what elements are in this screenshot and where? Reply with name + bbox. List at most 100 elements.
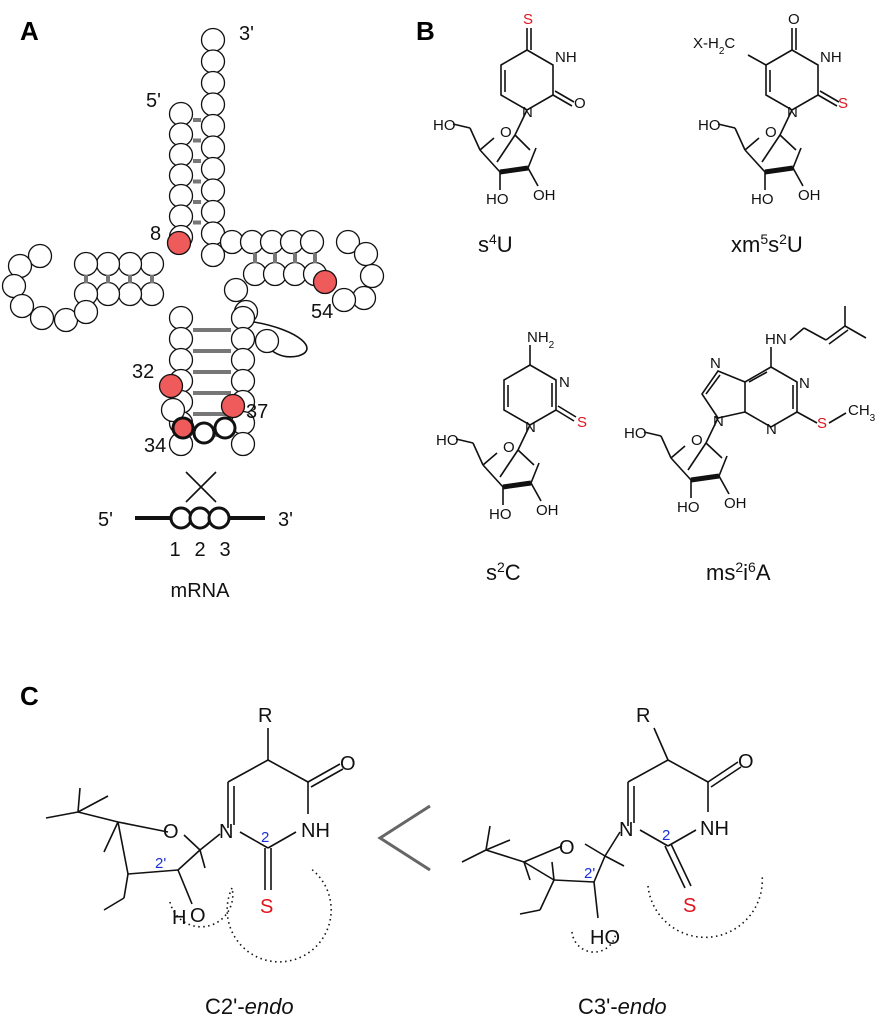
nucleotide — [168, 101, 194, 127]
atom-ho: HO — [489, 506, 512, 523]
atom-nh: NH — [820, 49, 842, 66]
atom-ring-oxygen: O — [559, 837, 575, 859]
nucleotide — [200, 135, 226, 160]
steric-clash-arc — [226, 867, 332, 963]
nucleotide — [254, 328, 280, 354]
caption-c3-endo: C3'-endo — [578, 994, 667, 1019]
atom-nitrogen: N — [559, 374, 570, 391]
nucleotide — [73, 251, 99, 277]
atom-methyl: CH3 — [848, 402, 876, 424]
label-xm5s2u: xm5s2U — [731, 231, 803, 257]
molecule-s2c: NH2 N S N O HO HO OH — [436, 329, 587, 523]
atom-nh: NH — [301, 820, 330, 842]
atom-nitrogen: N — [219, 821, 233, 843]
conformer-c3-endo: R O NH N S 2 O HO 2' — [461, 705, 764, 953]
nucleotide — [160, 397, 186, 423]
position-8-label: 8 — [150, 223, 161, 245]
less-than-symbol — [377, 804, 431, 872]
position-37-label: 37 — [246, 401, 268, 423]
modified-nucleotide — [158, 373, 184, 399]
label-s4u: s4U — [478, 231, 513, 257]
atom-ring-oxygen: O — [500, 124, 512, 141]
label-s2c: s2C — [486, 559, 521, 585]
nucleotide — [29, 305, 55, 331]
label-ms2i6a: ms2i6A — [706, 559, 771, 585]
atom-nitrogen: N — [522, 104, 533, 121]
nucleotide — [359, 263, 385, 289]
trna-5prime-label: 5' — [146, 90, 161, 112]
atom-nh: HN — [765, 331, 787, 348]
atom-nitrogen: N — [525, 419, 536, 436]
modified-nucleotide — [220, 393, 246, 419]
molecule-s4u: S NH O N O HO HO OH — [433, 11, 586, 208]
nucleotide — [168, 122, 194, 147]
nucleotide — [200, 199, 226, 225]
position-54-label: 54 — [311, 301, 333, 323]
anticodon-nucleotide — [192, 421, 216, 445]
atom-ring-oxygen: O — [765, 124, 777, 141]
steric-clash-arc — [647, 873, 764, 939]
nucleotide — [168, 163, 194, 188]
nucleotide — [299, 229, 325, 255]
atom-ho: HO — [590, 927, 620, 949]
atom-nh: NH — [700, 818, 729, 840]
nucleotide — [335, 229, 361, 255]
trna-cloverleaf — [1, 27, 385, 457]
nucleotide — [331, 287, 357, 313]
mrna-3prime-label: 3' — [278, 509, 293, 531]
atom-sulfur: S — [260, 896, 273, 918]
nucleotide — [230, 431, 256, 457]
atom-oxygen: O — [340, 753, 356, 775]
atom-ho: HO — [433, 117, 456, 134]
nucleotide — [230, 305, 256, 331]
atom-r: R — [258, 705, 272, 727]
atom-oxygen: O — [788, 11, 800, 28]
anticodon-nucleotide — [171, 416, 195, 440]
molecule-xm5s2u: O NH S N X-H2C O HO HO OH — [693, 11, 848, 208]
nucleotide — [168, 204, 194, 229]
nucleotide — [139, 251, 165, 277]
panel-label-b: B — [416, 16, 435, 46]
codon-nucleotide — [188, 506, 212, 530]
nucleotide — [73, 299, 99, 325]
atom-h: H — [172, 907, 186, 929]
modified-nucleotide — [312, 269, 338, 295]
atom-nitrogen: N — [710, 355, 721, 372]
atom-ring-oxygen: O — [691, 432, 703, 449]
nucleotide — [9, 293, 35, 319]
codon-nucleotide — [169, 506, 193, 530]
nucleotide — [353, 241, 379, 267]
atom-sulfur: S — [817, 415, 827, 432]
position-2prime-label: 2' — [155, 855, 166, 872]
nucleotide — [200, 70, 226, 96]
atom-sulfur: S — [838, 95, 848, 112]
atom-oh: OH — [798, 187, 821, 204]
atom-oh: OH — [724, 495, 747, 512]
atom-nitrogen: N — [799, 375, 810, 392]
codon-position-3: 3 — [219, 539, 230, 561]
codon-position-2: 2 — [194, 539, 205, 561]
atom-ho: HO — [624, 425, 647, 442]
conformer-c2-endo: R O NH N S 2 O O H 2' — [45, 705, 356, 963]
nucleotide — [200, 113, 226, 139]
atom-ho: HO — [751, 191, 774, 208]
atom-ho: HO — [698, 117, 721, 134]
atom-sulfur: S — [683, 895, 696, 917]
nucleotide — [230, 326, 256, 352]
modified-nucleotide — [166, 230, 192, 256]
nucleotide — [200, 92, 226, 117]
atom-r: R — [636, 705, 650, 727]
panel-label-a: A — [20, 16, 39, 46]
molecule-ms2i6a: HN N N N N S CH3 O HO HO OH — [624, 306, 876, 516]
nucleotide — [200, 156, 226, 182]
nucleotide — [200, 27, 226, 53]
nucleotide — [230, 347, 256, 373]
atom-ho: HO — [486, 191, 509, 208]
atom-ring-oxygen: O — [503, 439, 515, 456]
atom-oxygen: O — [574, 95, 586, 112]
substituent-x-ch2: X-H2C — [693, 35, 735, 57]
nucleotide — [168, 183, 194, 209]
atom-ho: HO — [436, 432, 459, 449]
nucleotide — [168, 142, 194, 168]
caption-c2-endo: C2'-endo — [205, 994, 294, 1019]
